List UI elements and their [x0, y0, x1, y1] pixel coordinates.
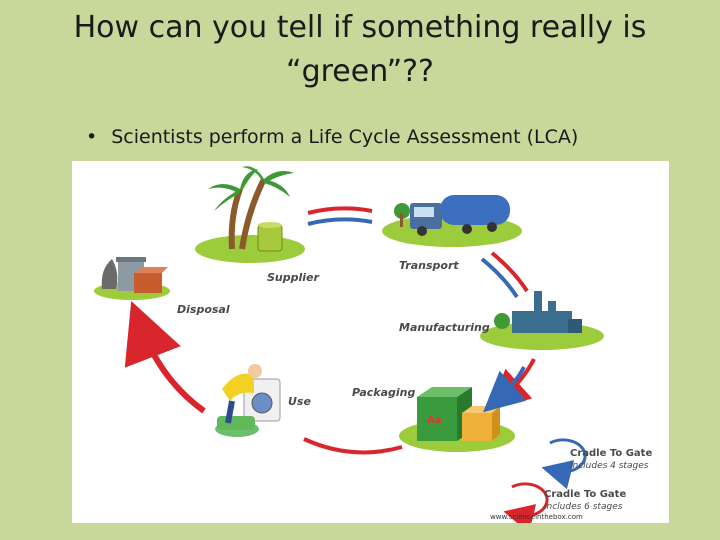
cycle-arrow-use-disposal	[124, 301, 206, 414]
stage-label-disposal: Disposal	[177, 303, 230, 316]
svg-text:Aa: Aa	[427, 415, 442, 426]
legend-gate-title: Cradle To Gate	[570, 448, 652, 459]
legend-blue-cycle-icon	[541, 438, 587, 490]
packaging-illustration: Aa	[399, 387, 515, 452]
stage-label-supplier: Supplier	[267, 271, 320, 284]
lca-diagram: Supplier Transport Manufacturing Aa Pack…	[72, 161, 669, 534]
transport-illustration	[382, 195, 522, 247]
legend-grave-title: Cradle To Gate	[544, 489, 626, 500]
title-line-2: “green”??	[286, 54, 434, 89]
cycle-arrow-supplier-transport	[307, 206, 373, 226]
lca-diagram-svg: Supplier Transport Manufacturing Aa Pack…	[94, 166, 652, 534]
slide-title: How can you tell if something really is …	[40, 6, 680, 94]
legend-grave-subtitle: includes 6 stages	[544, 502, 623, 512]
stage-label-use: Use	[288, 395, 311, 408]
legend-red-cycle-icon	[503, 482, 549, 534]
disposal-illustration	[94, 257, 170, 300]
use-illustration	[215, 364, 281, 437]
manufacturing-illustration	[480, 291, 604, 350]
cycle-arrow-packaging-use	[303, 437, 403, 455]
stage-label-manufacturing: Manufacturing	[399, 321, 490, 334]
supplier-illustration	[195, 166, 305, 263]
title-line-1: How can you tell if something really is	[73, 10, 647, 45]
cycle-arrow-transport-manufacturing	[480, 251, 529, 299]
stage-label-packaging: Packaging	[352, 386, 416, 399]
cycle-arrow-manufacturing-packaging	[483, 358, 536, 413]
bullet-dot: •	[86, 126, 98, 148]
bullet-text: Scientists perform a Life Cycle Assessme…	[111, 126, 579, 148]
legend-gate-subtitle: includes 4 stages	[570, 461, 649, 471]
legend: Cradle To Gate includes 4 stages Cradle …	[503, 438, 652, 534]
stage-label-transport: Transport	[399, 259, 459, 272]
credit-text: www.scienceinthebox.com	[490, 513, 583, 521]
bullet-item: • Scientists perform a Life Cycle Assessm…	[86, 126, 578, 148]
